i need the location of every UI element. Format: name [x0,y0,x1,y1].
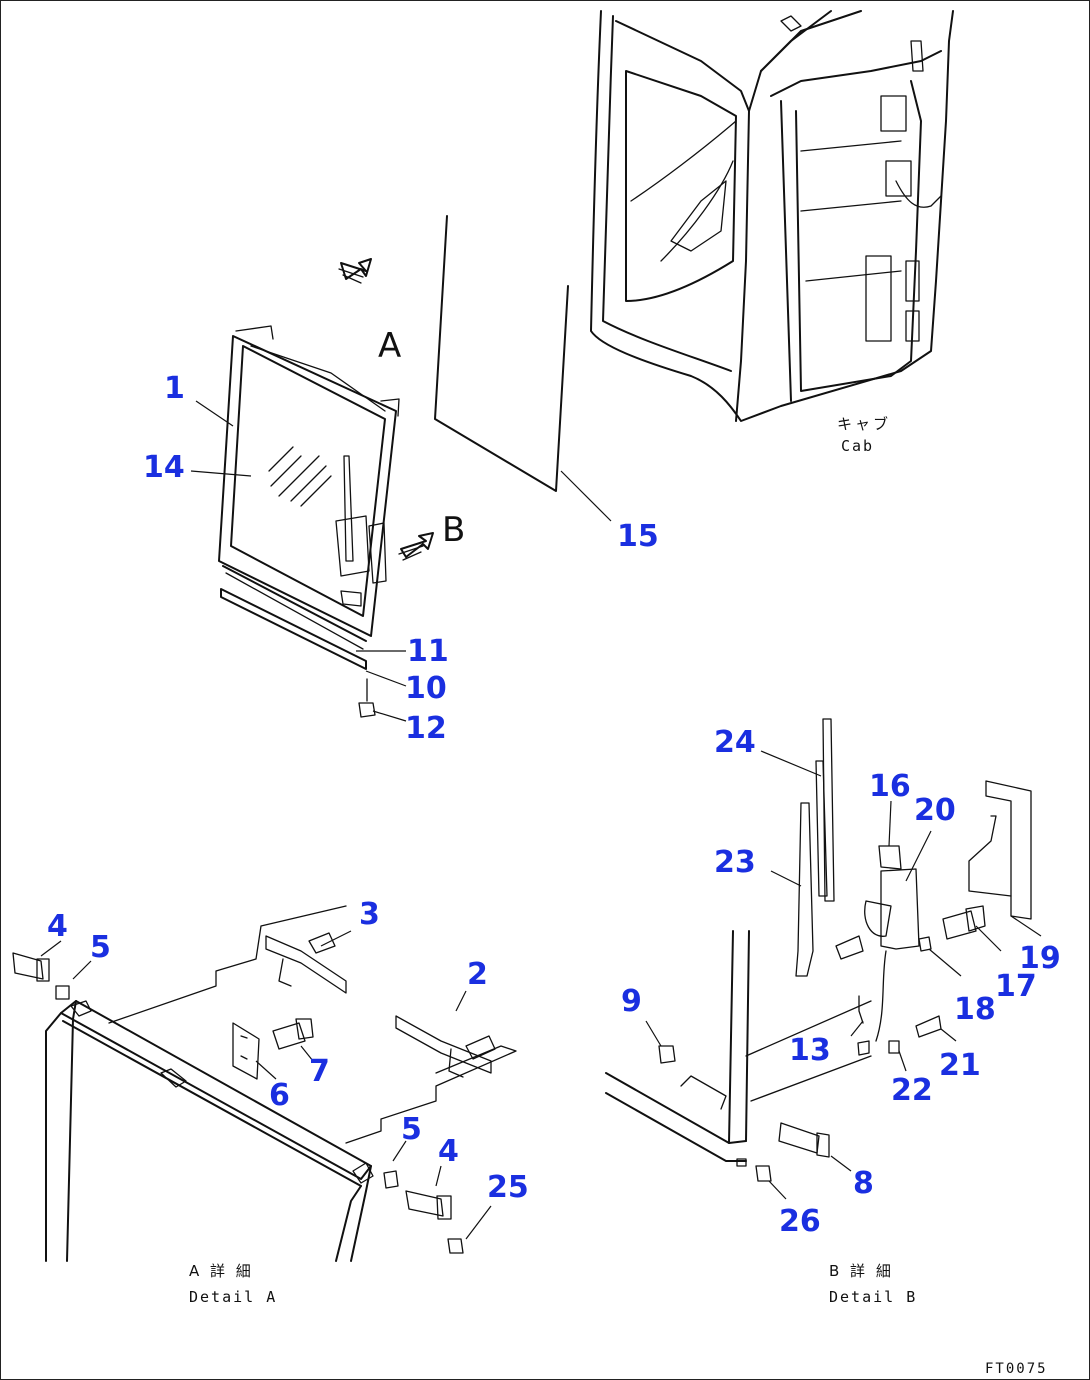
callout-23: 23 [714,845,756,880]
glass-pane-part-15 [434,215,612,522]
callout-7: 7 [309,1054,330,1089]
callout-9: 9 [621,984,642,1019]
callout-2: 2 [467,957,488,992]
callout-1: 1 [164,371,185,406]
callout-19: 19 [1019,941,1061,976]
cab-illustration [590,10,954,422]
detail-b-caption-jp: B 詳 細 [829,1262,894,1280]
callout-5-right: 5 [401,1112,422,1147]
detail-a-caption-en: Detail A [189,1288,277,1306]
view-marker-a: A [378,326,401,366]
view-arrow-a [338,258,372,284]
callout-17: 17 [995,969,1037,1004]
callout-6: 6 [269,1078,290,1113]
callout-21: 21 [939,1048,981,1083]
callout-labels: 1 14 15 11 10 12 3 2 4 5 7 6 5 4 25 24 1… [47,371,1061,1239]
callout-22: 22 [891,1073,933,1108]
callout-15: 15 [617,519,659,554]
callout-3: 3 [359,897,380,932]
callout-25: 25 [487,1170,529,1205]
detail-b-illustration [605,718,1042,1200]
cab-caption-jp: キャブ [837,415,891,433]
cab-caption-en: Cab [841,437,874,455]
detail-a-illustration [12,905,517,1262]
callout-4-right: 4 [438,1134,459,1169]
callout-5-left: 5 [90,930,111,965]
detail-a-caption-jp: A 詳 細 [189,1262,254,1280]
callout-4-left: 4 [47,909,68,944]
callout-10: 10 [405,671,447,706]
callout-18: 18 [954,992,996,1027]
callout-8: 8 [853,1166,874,1201]
callout-14: 14 [143,450,185,485]
figure-number: FT0075 [985,1361,1048,1377]
callout-13: 13 [789,1033,831,1068]
callout-12: 12 [405,711,447,746]
window-frame-assembly [190,325,407,722]
view-marker-b: B [442,510,465,550]
callout-26: 26 [779,1204,821,1239]
callout-24: 24 [714,725,756,760]
callout-20: 20 [914,793,956,828]
callout-11: 11 [407,634,449,669]
detail-b-caption-en: Detail B [829,1288,917,1306]
view-arrow-b [398,532,434,561]
callout-16: 16 [869,769,911,804]
